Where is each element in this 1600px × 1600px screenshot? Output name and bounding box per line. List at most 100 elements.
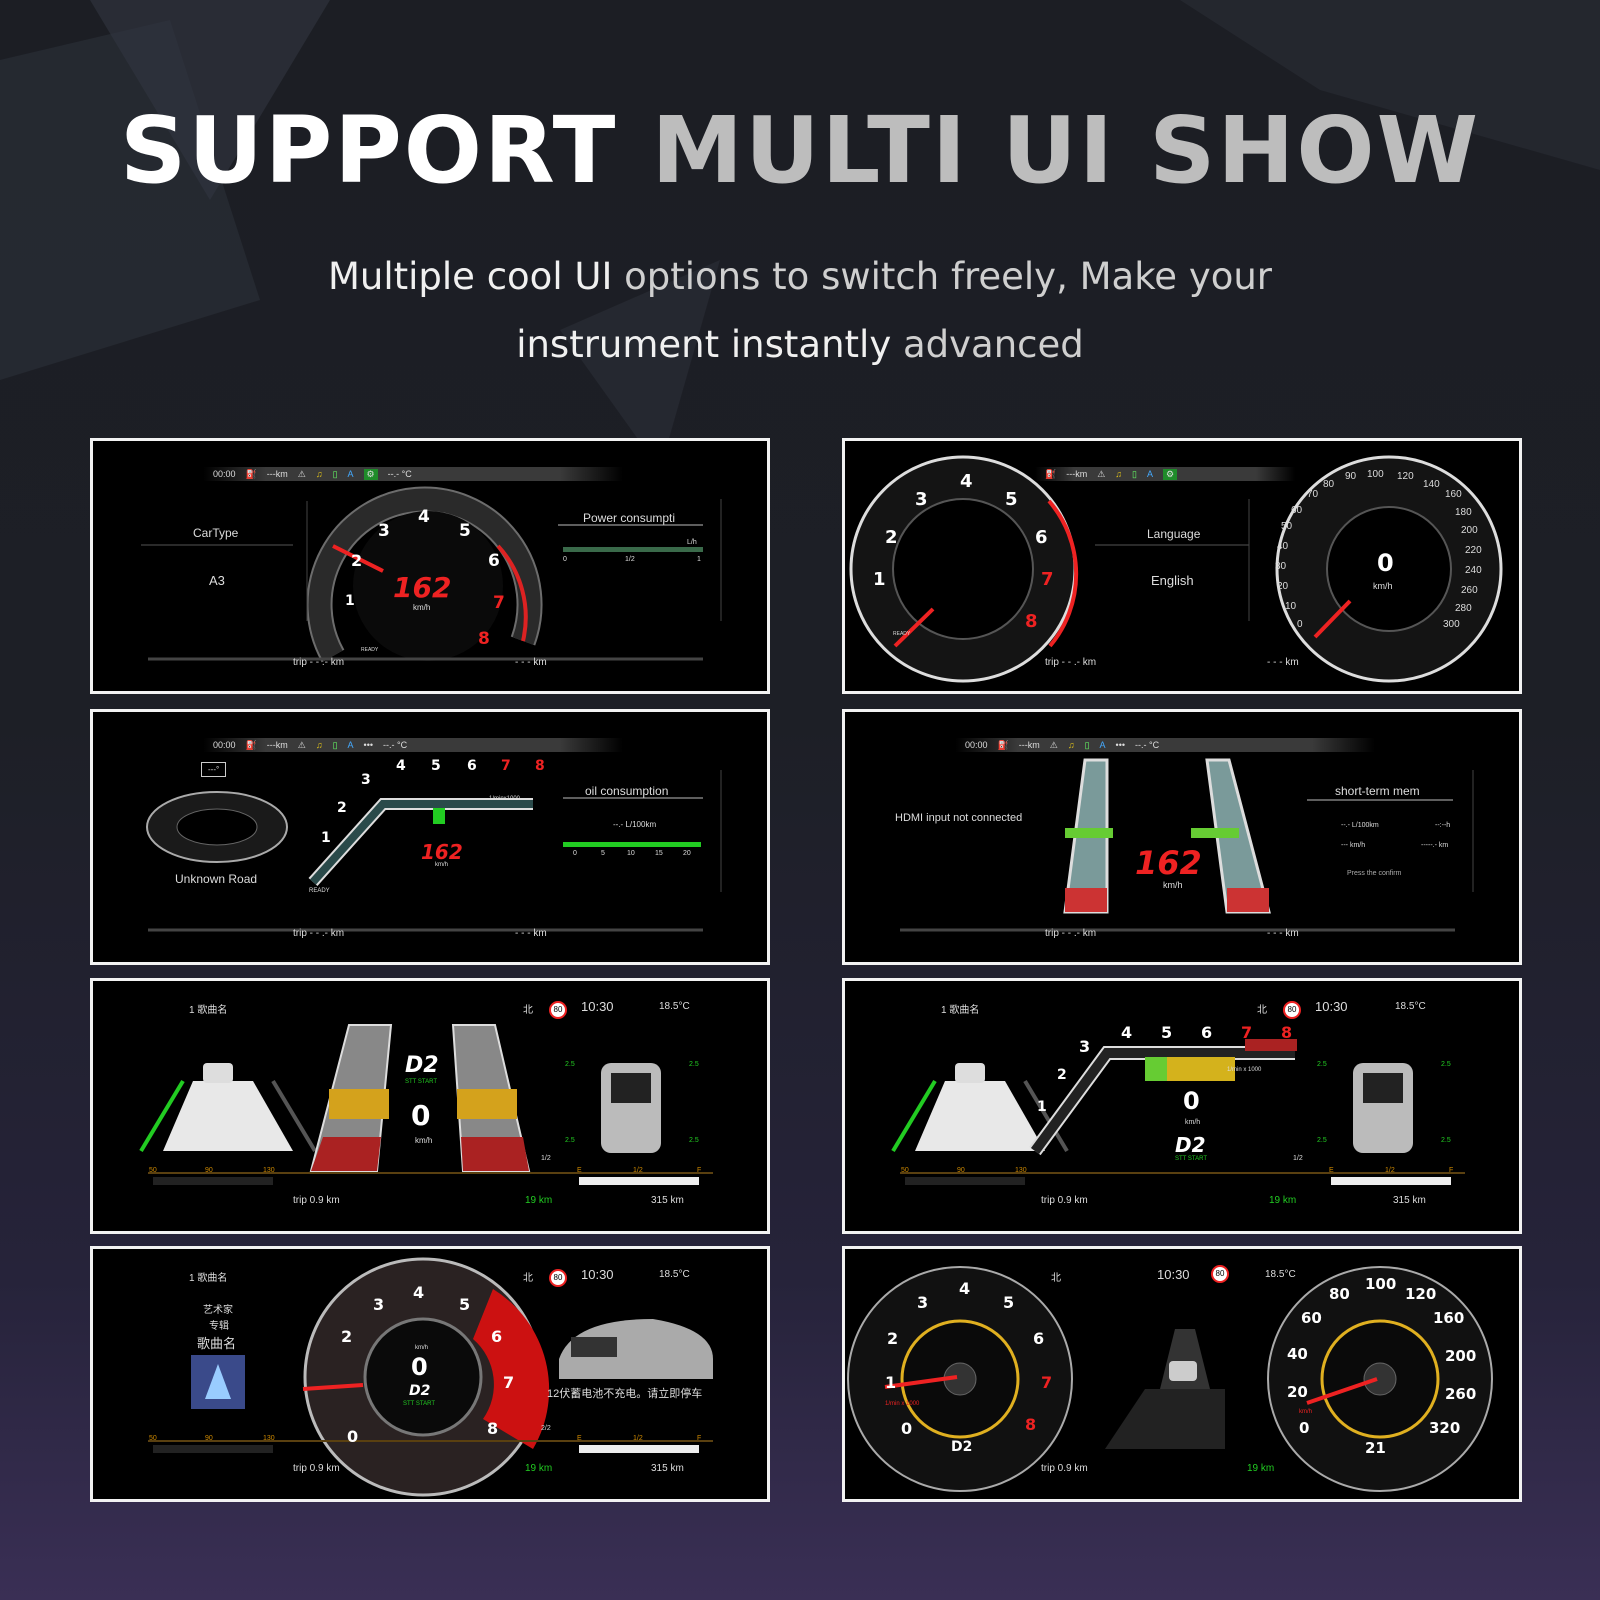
nav-icon[interactable]: A: [347, 469, 354, 479]
ready-text: READY: [893, 631, 911, 637]
gauge-num-7: 7: [503, 1373, 515, 1392]
artist-name: 艺术家: [203, 1305, 233, 1316]
mem-row1-b: --:--h: [1435, 822, 1451, 829]
temp-scale-90: 90: [205, 1167, 213, 1174]
subtitle-line1-b: options to switch freely, Make your: [624, 255, 1273, 298]
speed-num-40: 40: [1277, 541, 1289, 552]
page-indicator: 2/2: [541, 1425, 551, 1432]
stt-status: STT START: [405, 1079, 438, 1085]
shift-num-5: 5: [1161, 1023, 1173, 1042]
north-indicator: 北: [523, 1005, 533, 1016]
odo-text: ---km: [266, 740, 288, 750]
range-text: - - - km: [515, 657, 547, 668]
settings-icon[interactable]: ⚙: [363, 468, 378, 480]
warning-icon: ⚠: [297, 468, 306, 479]
gauge-num-6: 6: [488, 551, 500, 571]
speed-num-20: 20: [1287, 1383, 1308, 1401]
song-source[interactable]: 1 歌曲名: [189, 1005, 228, 1016]
clock-text: 10:30: [581, 1267, 614, 1282]
phone-icon[interactable]: ▯: [332, 468, 338, 479]
temp-text: --.- °C: [387, 469, 412, 479]
fuel-range: 315 km: [651, 1463, 684, 1474]
speed-unit: km/h: [415, 1345, 429, 1351]
speed-unit: km/h: [1373, 581, 1393, 591]
ui-option-5-panel[interactable]: 1 歌曲名 北 80 10:30 18.5°C D2 STT START 0 k…: [90, 978, 770, 1234]
ui-option-4-panel[interactable]: 00:00 ⛽---km ⚠ ♫ ▯ A ••• --.- °C HDMI in…: [842, 709, 1522, 965]
oil-value: --.- L/100km: [613, 820, 657, 829]
fuel-range: 315 km: [651, 1195, 684, 1206]
outside-temp: 18.5°C: [1395, 1001, 1426, 1012]
settings-icon[interactable]: ⚙: [1163, 468, 1178, 480]
tyre-rr: 2.5: [1441, 1137, 1451, 1144]
music-icon[interactable]: ♫: [315, 740, 323, 750]
ui-option-6-panel[interactable]: 1 歌曲名 北 80 10:30 18.5°C 1 2 3 4 5 6 7 8 …: [842, 978, 1522, 1234]
fuel-icon: ⛽: [997, 739, 1009, 750]
gauge-num-4: 4: [413, 1283, 425, 1302]
speed-limit-sign: 80: [549, 1269, 567, 1287]
clock-text: 00:00: [213, 740, 236, 750]
ui-option-1-panel[interactable]: 00:00 ⛽---km ⚠ ♫ ▯ A ⚙ --.- °C CarType A…: [90, 438, 770, 694]
phone-icon[interactable]: ▯: [1084, 739, 1090, 750]
speed-num-70: 70: [1307, 489, 1319, 500]
speed-unit: km/h: [1299, 1409, 1313, 1415]
shift-num-8: 8: [1281, 1023, 1293, 1042]
trip-text: trip - - .- km: [1045, 928, 1097, 939]
nav-icon[interactable]: A: [1099, 740, 1106, 750]
range-text: - - - km: [1267, 657, 1299, 668]
song-source[interactable]: 1 歌曲名: [189, 1273, 228, 1284]
fuel-scale-half: 1/2: [1385, 1167, 1395, 1174]
tyre-rl: 2.5: [565, 1137, 575, 1144]
speed-num-260: 260: [1461, 585, 1478, 596]
song-source[interactable]: 1 歌曲名: [941, 1005, 980, 1016]
stt-status: STT START: [1175, 1156, 1208, 1162]
rpm-num-1: 1: [873, 569, 886, 590]
rpm-num-4: 4: [960, 471, 973, 492]
power-scale-half: 1/2: [625, 556, 635, 563]
gauge-num-5: 5: [459, 521, 471, 541]
half-marker: 1/2: [541, 1155, 551, 1162]
oil-scale-0: 0: [573, 850, 577, 857]
fuel-scale-e: E: [1329, 1167, 1334, 1174]
music-icon[interactable]: ♫: [1067, 740, 1075, 750]
nav-icon[interactable]: A: [1147, 469, 1154, 479]
trip-text: trip 0.9 km: [293, 1195, 340, 1206]
speed-readout: 162: [1135, 844, 1202, 882]
ui-option-8-panel[interactable]: 北 10:30 80 18.5°C 0 1 2 3 4 5 6 7 8 D2 1…: [842, 1246, 1522, 1502]
speed-num-140: 140: [1423, 479, 1440, 490]
status-bar: 00:00 ⛽---km ⚠ ♫ ▯ A ⚙ --.- °C: [203, 467, 623, 481]
ui-option-7-panel[interactable]: 1 歌曲名 北 80 10:30 18.5°C 艺术家 专辑 歌曲名 0 2 3…: [90, 1246, 770, 1502]
shift-num-7: 7: [1241, 1023, 1253, 1042]
gear-indicator: D2: [409, 1383, 431, 1399]
phone-icon[interactable]: ▯: [1132, 468, 1137, 479]
rpm-num-7: 7: [1041, 569, 1054, 590]
north-indicator: 北: [1051, 1273, 1061, 1284]
compass-and-shift-graphics: [146, 770, 722, 932]
rpm-num-5: 5: [1003, 1293, 1015, 1312]
speed-num-80: 80: [1323, 479, 1335, 490]
ui-option-2-panel[interactable]: ⛽---km ⚠ ♫ ▯ A ⚙ Language English 4 3 5 …: [842, 438, 1522, 694]
shift-num-7: 7: [501, 758, 511, 774]
shift-num-3: 3: [1079, 1037, 1091, 1056]
speed-num-300: 300: [1443, 619, 1460, 630]
fuel-icon: ⛽: [1045, 468, 1057, 479]
speed-num-80: 80: [1329, 1285, 1350, 1303]
speed-num-200: 200: [1445, 1347, 1477, 1365]
speed-num-90: 90: [1345, 471, 1357, 482]
music-icon[interactable]: ♫: [315, 469, 323, 479]
gauge-graphics: [141, 486, 722, 663]
fuel-icon: ⛽: [245, 739, 257, 750]
speed-num-180: 180: [1455, 507, 1472, 518]
title-part1: SUPPORT: [119, 97, 618, 204]
subtitle-line2-b: advanced: [903, 323, 1084, 366]
road-name: Unknown Road: [175, 872, 258, 886]
more-icon[interactable]: •••: [1115, 740, 1125, 750]
nav-icon[interactable]: A: [347, 740, 354, 750]
music-icon[interactable]: ♫: [1115, 469, 1123, 479]
ui-option-3-panel[interactable]: 00:00 ⛽---km ⚠ ♫ ▯ A ••• --.- °C ---° Un…: [90, 709, 770, 965]
phone-icon[interactable]: ▯: [332, 739, 338, 750]
car-type-label: CarType: [193, 526, 239, 540]
more-icon[interactable]: •••: [363, 740, 373, 750]
fuel-icon: ⛽: [245, 468, 257, 479]
gauge-num-3: 3: [373, 1295, 385, 1314]
range-text: - - - km: [515, 928, 547, 939]
